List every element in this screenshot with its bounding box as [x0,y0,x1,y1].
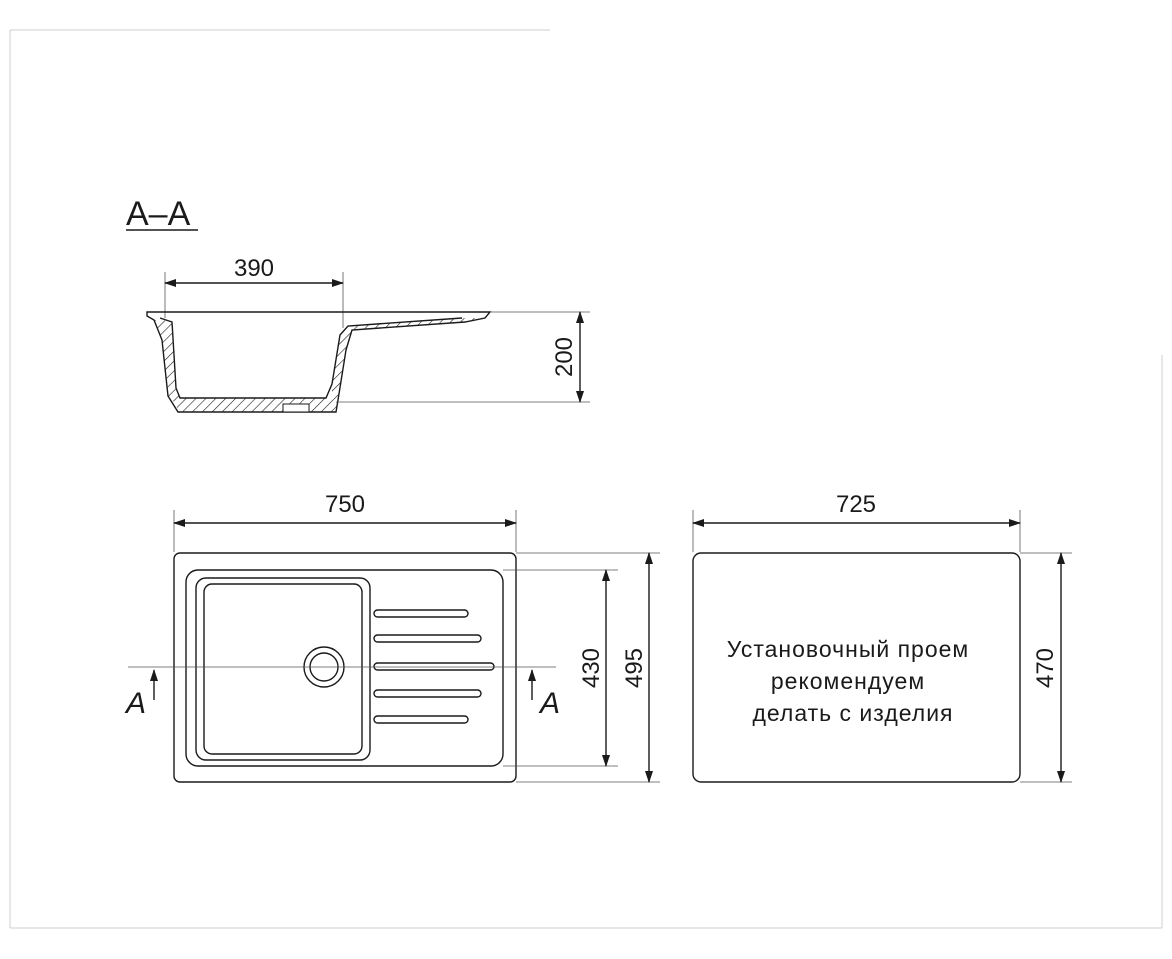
section-height-label: 200 [551,337,578,377]
sink-profile-inner [159,317,463,399]
plan-inner-depth-label: 430 [578,648,605,688]
cutout-note: Установочный проем рекомендуем делать с … [727,636,969,726]
sink-outer-outline [173,552,517,783]
sink-profile [146,311,492,413]
cutout-note-line-1: Установочный проем [727,636,969,662]
bowl-inner-outline [203,583,363,755]
cutout-height-dimension: 470 [1020,552,1072,783]
cut-marker-right: A [528,669,560,720]
bowl-outline [195,577,371,761]
cutout-width-dimension: 725 [692,491,1021,552]
cut-marker-left: A [124,669,158,720]
plan-outer-depth-dimension: 495 [516,552,660,783]
plan-width-dimension: 750 [173,491,517,552]
groove-4 [373,689,482,698]
cutout-note-line-3: делать с изделия [752,700,953,726]
groove-2 [373,634,482,643]
cutout-outline [692,552,1021,783]
hatch-bottom [176,394,336,412]
plan-outer-depth-label: 495 [621,648,648,688]
drain-outlet-section [282,403,310,413]
groove-1 [373,609,469,618]
cutout-height-label: 470 [1032,648,1059,688]
cut-marker-left-label: A [124,687,146,720]
section-view: A–A 390 200 [126,195,590,413]
section-title: A–A [126,195,191,233]
hatch-wall-right [332,326,352,412]
cutout-width-label: 725 [836,491,876,518]
section-height-dimension: 200 [336,311,590,403]
section-width-dimension: 390 [164,255,344,328]
cutout-note-line-2: рекомендуем [771,668,925,694]
sheet-frame [9,29,1163,929]
cut-marker-right-label: A [538,687,560,720]
drainboard-grooves [373,609,495,724]
plan-inner-depth-dimension: 430 [503,569,618,767]
section-width-label: 390 [234,255,274,282]
groove-5 [373,715,469,724]
groove-3 [373,662,495,671]
sink-inner-outline [185,569,504,767]
plan-view: 750 A A [124,491,660,783]
hatch-drainboard [348,318,485,330]
hatch-wall-left [154,320,180,404]
cutout-view: 725 Установочный проем рекомендуем делат… [692,491,1072,783]
plan-width-label: 750 [325,491,365,518]
